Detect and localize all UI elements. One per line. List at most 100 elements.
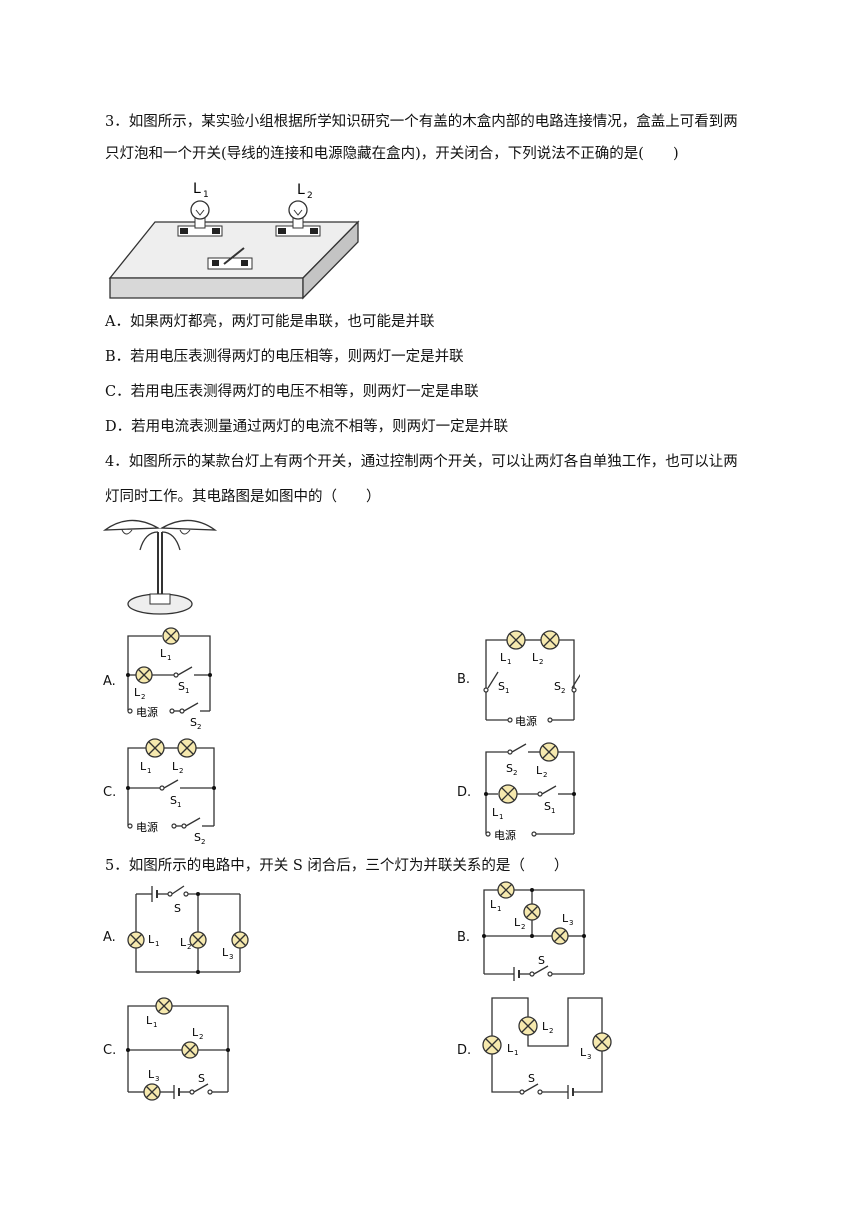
q5c-l2-label: L [192, 1026, 199, 1039]
q5c-lamp-l1 [155, 997, 173, 1015]
q4b-lamp-l2 [540, 630, 560, 650]
q4b-lamp-l1 [506, 630, 526, 650]
q4b-l2-label: L [532, 651, 539, 664]
q5d-l3-sub: 3 [587, 1053, 591, 1061]
q5c-l2-sub: 2 [199, 1033, 203, 1041]
q4c-l2-sub: 2 [179, 767, 183, 775]
q3-stem-line1: 3．如图所示，某实验小组根据所学知识研究一个有盖的木盒内部的电路连接情况，盒盖上… [105, 114, 738, 130]
q5-option-a-letter: A. [103, 930, 116, 945]
q4b-l1-label: L [500, 651, 507, 664]
q4c-lamp-l2 [177, 738, 197, 758]
q5b-lamp-l2 [523, 903, 541, 921]
q4c-s1-sub: 1 [177, 801, 181, 809]
q5a-l3-label: L [222, 946, 229, 959]
q5d-l2-label: L [542, 1020, 549, 1033]
q5a-lamp-l1 [127, 931, 145, 949]
q4b-s2-sub: 2 [561, 687, 565, 695]
q3-lamp1-label: L [193, 181, 201, 197]
q4c-l1-sub: 1 [147, 767, 151, 775]
q5c-lamp-l3 [143, 1083, 161, 1101]
q5b-l3-sub: 3 [569, 919, 573, 927]
q5d-lamp-l1 [482, 1035, 502, 1055]
q4d-l2-sub: 2 [543, 771, 547, 779]
q5d-lamp-l2 [518, 1016, 538, 1036]
q5c-s-label: S [198, 1072, 205, 1085]
q5a-l3-sub: 3 [229, 953, 233, 961]
q4c-s2-label: S [194, 831, 201, 844]
q3-stem-line2: 只灯泡和一个开关(导线的连接和电源隐藏在盒内)，开关闭合，下列说法不正确的是( … [105, 146, 679, 162]
q5d-s-label: S [528, 1072, 535, 1085]
q4-stem-line2: 灯同时工作。其电路图是如图中的（ ） [105, 489, 381, 505]
q4-stem-line1: 4．如图所示的某款台灯上有两个开关，通过控制两个开关，可以让两灯各自单独工作，也… [105, 454, 738, 470]
q4d-s2-sub: 2 [513, 769, 517, 777]
q5-option-c-letter: C. [103, 1043, 117, 1058]
q4-desk-lamp-figure [102, 519, 218, 615]
q4d-s1-sub: 1 [551, 807, 555, 815]
q4c-s1-label: S [170, 794, 177, 807]
q5c-lamp-l2 [181, 1041, 199, 1059]
q4a-l1-label: L [160, 647, 167, 660]
q5a-lamp-l3 [231, 931, 249, 949]
q5c-l1-label: L [146, 1014, 153, 1027]
q5a-l1-label: L [148, 933, 155, 946]
q4d-lamp-l2 [539, 742, 559, 762]
q4b-s1-sub: 1 [505, 687, 509, 695]
q5b-s-label: S [538, 954, 545, 967]
q3-lamp2-label: L [297, 182, 305, 198]
q3-lamp2-sub: 2 [307, 191, 313, 201]
q5a-l2-sub: 2 [187, 943, 191, 951]
q4c-l2-label: L [172, 760, 179, 773]
q4d-l1-sub: 1 [499, 813, 503, 821]
q4-option-a-letter: A. [103, 674, 116, 689]
q5b-l3-label: L [562, 912, 569, 925]
q5-stem: 5．如图所示的电路中，开关 S 闭合后，三个灯为并联关系的是（ ） [105, 858, 569, 874]
q3-option-d: D．若用电流表测量通过两灯的电流不相等，则两灯一定是并联 [105, 419, 509, 435]
q4c-s2-sub: 2 [201, 838, 205, 846]
q4b-l2-sub: 2 [539, 658, 543, 666]
q4a-s1-label: S [178, 680, 185, 693]
q4c-lamp-l1 [145, 738, 165, 758]
q5b-lamp-l3 [551, 927, 569, 945]
q5c-l3-sub: 3 [155, 1075, 159, 1083]
q4a-s2-label: S [190, 716, 197, 729]
q5d-l3-label: L [580, 1046, 587, 1059]
q4-option-b-letter: B. [457, 672, 471, 687]
q4b-s1-label: S [498, 680, 505, 693]
q5c-l1-sub: 1 [153, 1021, 157, 1029]
q3-wooden-box-figure: L 1 L 2 [108, 181, 360, 300]
q4a-s2-sub: 2 [197, 723, 201, 731]
q4-option-c-letter: C. [103, 785, 117, 800]
q5a-s-label: S [174, 902, 181, 915]
q4a-lamp-l1 [162, 627, 180, 645]
q5b-l2-sub: 2 [521, 923, 525, 931]
q4a-l1-sub: 1 [167, 654, 171, 662]
q4d-power-label: 电源 [494, 828, 516, 842]
q5d-l1-label: L [507, 1042, 514, 1055]
q4b-s2-label: S [554, 680, 561, 693]
q3-option-a: A．如果两灯都亮，两灯可能是串联，也可能是并联 [105, 314, 435, 330]
q3-lamp1-sub: 1 [203, 190, 209, 200]
q5a-l1-sub: 1 [155, 940, 159, 948]
q5d-l1-sub: 1 [514, 1049, 518, 1057]
q5-option-b-letter: B. [457, 930, 471, 945]
q4c-power-label: 电源 [136, 820, 158, 834]
q5-option-d-letter: D. [457, 1043, 472, 1058]
q5c-l3-label: L [148, 1068, 155, 1081]
q5d-lamp-l3 [592, 1032, 612, 1052]
q5b-l1-sub: 1 [497, 905, 501, 913]
q5b-lamp-l1 [497, 881, 515, 899]
q3-option-b: B．若用电压表测得两灯的电压相等，则两灯一定是并联 [105, 349, 464, 365]
q4a-l2-sub: 2 [141, 693, 145, 701]
q5a-lamp-l2 [189, 931, 207, 949]
q4c-l1-label: L [140, 760, 147, 773]
q3-option-c: C．若用电压表测得两灯的电压不相等，则两灯一定是串联 [105, 384, 479, 400]
q4a-l2-label: L [134, 686, 141, 699]
q4a-power-label: 电源 [136, 705, 158, 719]
q4d-lamp-l1 [498, 784, 518, 804]
q4-option-d-letter: D. [457, 785, 472, 800]
q5b-l2-label: L [514, 916, 521, 929]
